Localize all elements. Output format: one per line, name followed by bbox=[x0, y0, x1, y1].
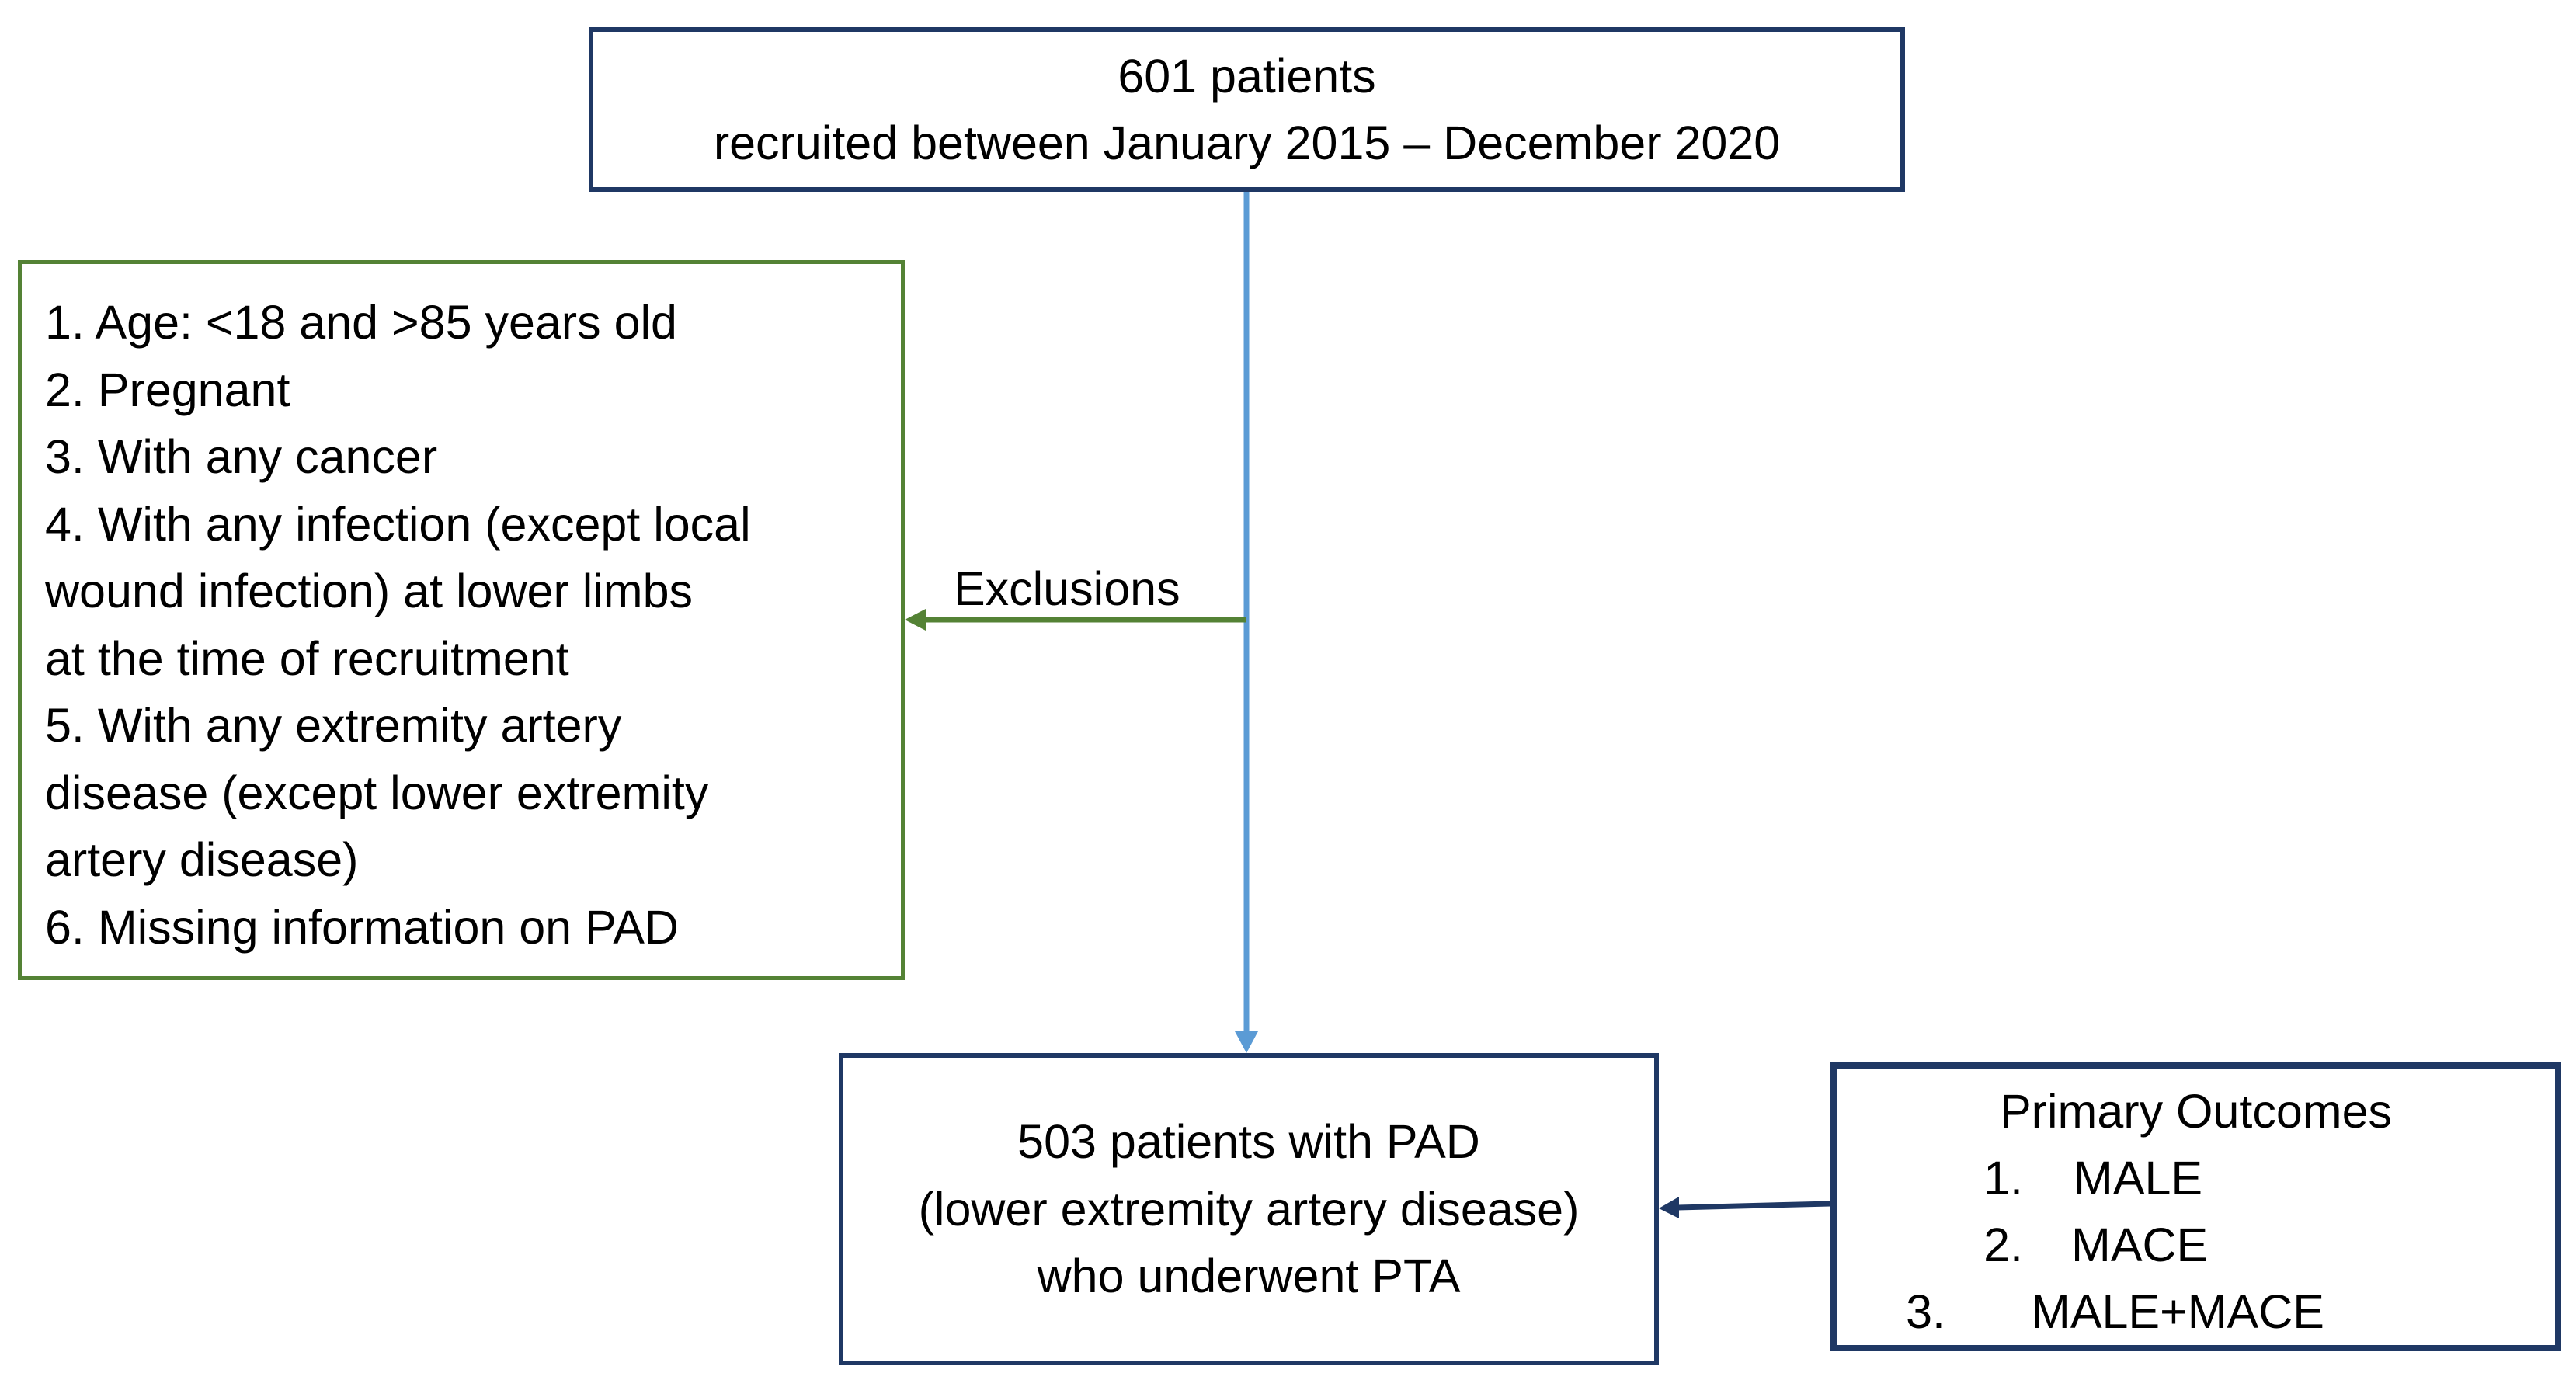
outcome-number: 3. bbox=[1906, 1285, 1945, 1338]
study-population-box: 503 patients with PAD (lower extremity a… bbox=[839, 1053, 1659, 1365]
outcome-text: MACE bbox=[2071, 1218, 2209, 1271]
exclusion-line: artery disease) bbox=[45, 833, 359, 886]
exclusion-line: wound infection) at lower limbs bbox=[45, 565, 694, 617]
population-count: 503 patients with PAD bbox=[1017, 1115, 1480, 1169]
population-condition: (lower extremity artery disease) bbox=[918, 1182, 1580, 1236]
exclusion-line: 2. Pregnant bbox=[45, 363, 290, 416]
exclusion-line: 6. Missing information on PAD bbox=[45, 900, 679, 954]
exclusion-line: 1. Age: <18 and >85 years old bbox=[45, 296, 677, 349]
primary-outcomes-box: Primary Outcomes 1. MALE 2. MACE 3. MALE… bbox=[1830, 1062, 2561, 1351]
exclusion-line: 5. With any extremity artery bbox=[45, 699, 622, 752]
exclusion-criteria-box: 1. Age: <18 and >85 years old 2. Pregnan… bbox=[18, 260, 905, 980]
population-procedure: who underwent PTA bbox=[1037, 1250, 1461, 1303]
exclusions-label: Exclusions bbox=[954, 562, 1180, 615]
outcome-arrow-line bbox=[1677, 1201, 1831, 1211]
outcome-number: 1. bbox=[1983, 1152, 2023, 1204]
exclusion-arrowhead bbox=[905, 609, 926, 631]
exclusion-line: disease (except lower extremity bbox=[45, 766, 709, 819]
main-flow-arrowhead bbox=[1235, 1031, 1258, 1053]
outcome-item: 2. MACE bbox=[1837, 1211, 2555, 1278]
outcomes-heading: Primary Outcomes bbox=[1999, 1085, 2393, 1138]
outcome-text: MALE+MACE bbox=[2031, 1285, 2324, 1338]
outcome-item: 1. MALE bbox=[1837, 1145, 2555, 1211]
recruitment-count: 601 patients bbox=[1118, 50, 1376, 103]
recruitment-box: 601 patients recruited between January 2… bbox=[589, 27, 1905, 192]
exclusion-line: 3. With any cancer bbox=[45, 430, 438, 483]
exclusion-line: 4. With any infection (except local bbox=[45, 497, 751, 551]
recruitment-period: recruited between January 2015 – Decembe… bbox=[713, 116, 1781, 169]
exclusion-line: at the time of recruitment bbox=[45, 631, 569, 685]
outcome-text: MALE bbox=[2074, 1152, 2203, 1204]
outcome-number: 2. bbox=[1983, 1218, 2023, 1271]
outcome-arrowhead bbox=[1659, 1197, 1679, 1218]
outcome-item: 3. MALE+MACE bbox=[1837, 1278, 2555, 1345]
